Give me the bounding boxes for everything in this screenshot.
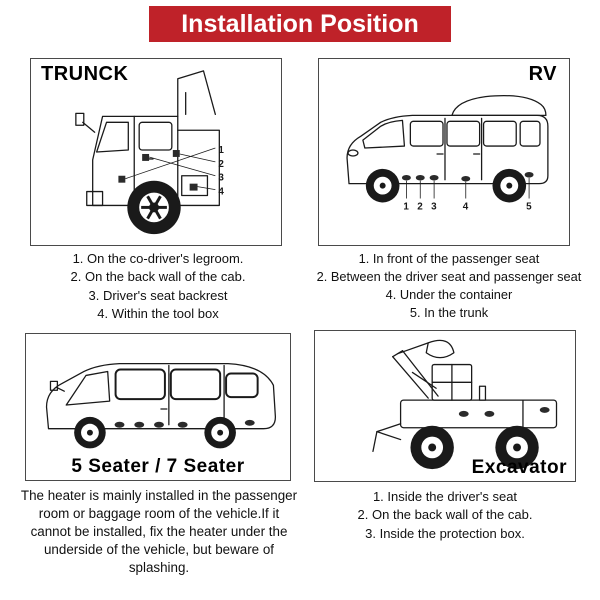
title-banner: Installation Position	[149, 6, 451, 42]
seater-wheels	[74, 416, 236, 449]
svg-text:1: 1	[218, 145, 224, 156]
svg-text:4: 4	[463, 201, 469, 212]
caption-line: 3. Inside the protection box.	[365, 525, 525, 541]
seater-panel: 5 Seater / 7 Seater	[25, 333, 291, 481]
truck-illustration: 1 2 3 4	[75, 70, 224, 235]
caption-line: 4. Within the tool box	[97, 306, 219, 322]
truck-label: TRUNCK	[41, 63, 129, 85]
excavator-boom	[392, 356, 429, 399]
caption-line: 1. In front of the passenger seat	[358, 251, 540, 266]
svg-text:3: 3	[431, 201, 437, 212]
rv-heater-markers	[401, 171, 534, 182]
truck-leader-lines	[125, 147, 216, 190]
seater-body	[45, 362, 277, 430]
truck-mirror	[75, 112, 85, 126]
seater-heater-markers	[114, 419, 255, 428]
rv-body	[346, 114, 549, 185]
excavator-bucket	[425, 339, 455, 359]
rv-wheels	[365, 168, 527, 203]
excavator-heater-markers	[458, 406, 550, 417]
excavator-panel: Excavator	[314, 330, 576, 482]
seater-caption: The heater is mainly installed in the pa…	[20, 487, 298, 577]
rv-caption: 1. In front of the passenger seat 2. Bet…	[300, 250, 598, 323]
truck-caption: 1. On the co-driver's legroom. 2. On the…	[16, 250, 300, 324]
rv-callout-numbers: 1 2 3 4 5	[403, 201, 532, 212]
truck-panel: 1 2 3 4 TRUNCK	[30, 58, 282, 246]
caption-line: 2. Between the driver seat and passenger…	[316, 269, 582, 285]
truck-heater-markers	[118, 150, 198, 191]
page-title: Installation Position	[181, 9, 419, 38]
caption-line: 5. In the trunk	[409, 305, 489, 321]
caption-line: 4. Under the container	[385, 287, 513, 303]
truck-deflector	[177, 70, 217, 118]
rv-leader-lines	[406, 177, 530, 199]
svg-text:4: 4	[218, 187, 224, 198]
rv-label: RV	[528, 63, 557, 85]
caption-line: 2. On the back wall of the cab.	[357, 507, 533, 523]
excavator-label: Excavator	[471, 457, 567, 478]
svg-text:1: 1	[403, 201, 409, 212]
seater-illustration	[45, 362, 277, 449]
caption-line: 2. On the back wall of the cab.	[70, 269, 246, 285]
caption-line: 3. Driver's seat backrest	[88, 287, 228, 303]
svg-text:5: 5	[526, 201, 532, 212]
excavator-wheels	[410, 425, 539, 470]
caption-line: 1. On the co-driver's legroom.	[72, 251, 244, 266]
rv-illustration: 1 2 3 4 5	[346, 94, 549, 212]
seater-label: 5 Seater / 7 Seater	[71, 456, 245, 477]
svg-text:2: 2	[218, 159, 224, 170]
svg-text:3: 3	[218, 173, 224, 184]
caption-line: 1. Inside the driver's seat	[372, 489, 518, 504]
svg-text:2: 2	[417, 201, 423, 212]
truck-toolbox	[181, 175, 209, 197]
truck-wheel	[127, 180, 181, 235]
excavator-illustration	[372, 339, 558, 470]
rv-roof-pod	[451, 94, 547, 117]
excavator-caption: 1. Inside the driver's seat 2. On the ba…	[314, 488, 576, 543]
rv-panel: 1 2 3 4 5 RV	[318, 58, 570, 246]
caption-paragraph: The heater is mainly installed in the pa…	[20, 488, 298, 576]
truck-callout-numbers: 1 2 3 4	[218, 145, 224, 198]
excavator-body	[399, 399, 558, 429]
